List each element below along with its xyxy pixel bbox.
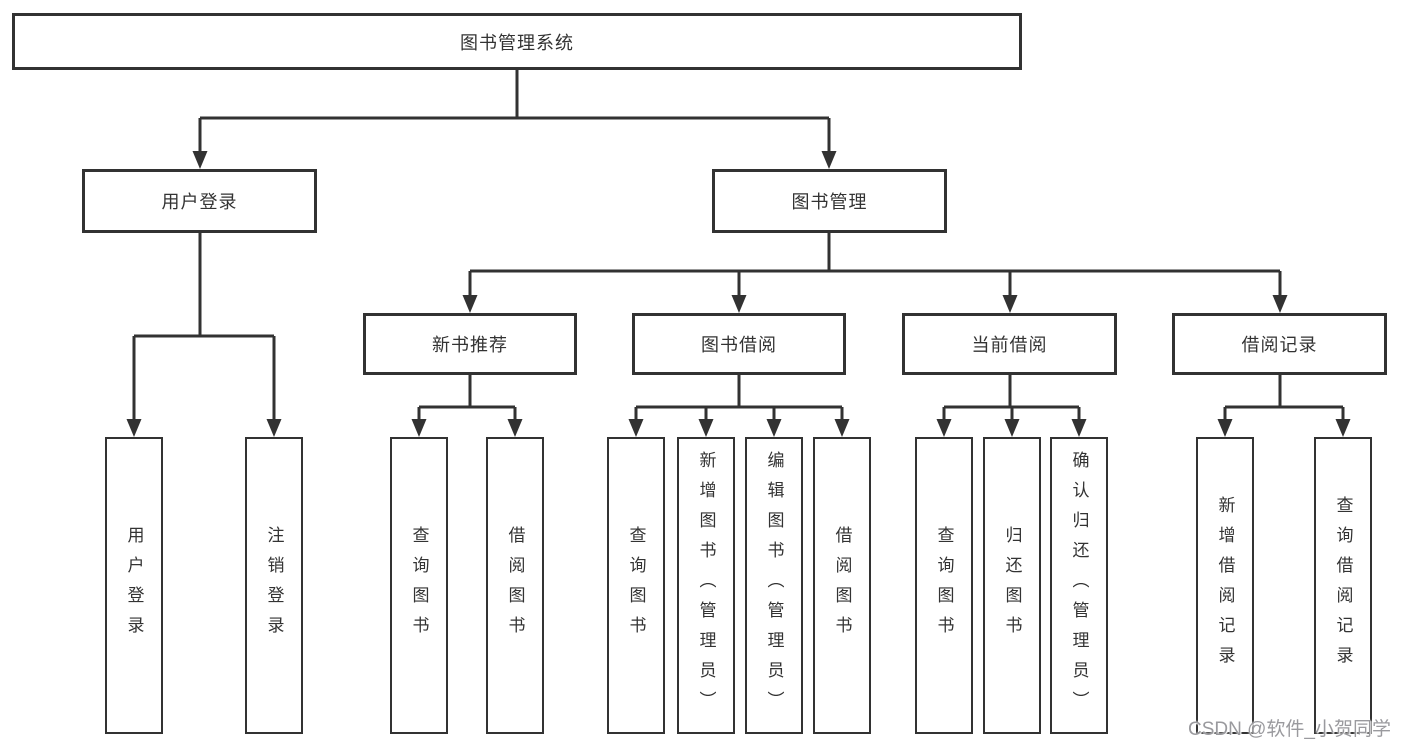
node-label: 归还图书 <box>1002 525 1022 646</box>
node-label: 当前借阅 <box>971 335 1048 355</box>
node-book-borrowing: 图书借阅 <box>632 313 846 375</box>
node-label: 借阅图书 <box>832 525 852 646</box>
node-new-book-recommend: 新书推荐 <box>363 313 577 375</box>
node-label: 确认归还（管理员） <box>1069 450 1089 721</box>
node-borrow-books-borrowing: 借阅图书 <box>813 437 871 734</box>
node-label: 新增图书（管理员） <box>696 450 716 721</box>
node-label: 注销登录 <box>264 525 284 646</box>
csdn-watermark: CSDN @软件_小贺同学 <box>1188 719 1391 740</box>
node-query-books-borrowing: 查询图书 <box>607 437 665 734</box>
node-label: 图书管理系统 <box>460 32 574 53</box>
node-query-books-current: 查询图书 <box>915 437 973 734</box>
node-label: 用户登录 <box>161 192 238 212</box>
node-borrow-books-recommend: 借阅图书 <box>486 437 544 734</box>
node-confirm-return-admin: 确认归还（管理员） <box>1050 437 1108 734</box>
node-label: 查询图书 <box>409 525 429 646</box>
node-query-books-recommend: 查询图书 <box>390 437 448 734</box>
node-label: 查询图书 <box>626 525 646 646</box>
node-label: 借阅记录 <box>1241 335 1318 355</box>
node-label: 查询借阅记录 <box>1333 495 1353 676</box>
node-label: 借阅图书 <box>505 525 525 646</box>
node-label: 图书管理 <box>791 192 868 212</box>
node-label: 新增借阅记录 <box>1215 495 1235 676</box>
node-logout: 注销登录 <box>245 437 303 734</box>
node-borrowing-records: 借阅记录 <box>1172 313 1387 375</box>
node-label: 用户登录 <box>124 525 144 646</box>
node-library-management-system: 图书管理系统 <box>12 13 1022 70</box>
node-label: 新书推荐 <box>432 335 508 355</box>
node-current-borrowing: 当前借阅 <box>902 313 1117 375</box>
node-edit-book-admin: 编辑图书（管理员） <box>745 437 803 734</box>
node-label: 图书借阅 <box>701 335 777 355</box>
node-label: 查询图书 <box>934 525 954 646</box>
node-book-management: 图书管理 <box>712 169 947 233</box>
node-add-book-admin: 新增图书（管理员） <box>677 437 735 734</box>
node-user-login-leaf: 用户登录 <box>105 437 163 734</box>
node-label: 编辑图书（管理员） <box>764 450 784 721</box>
node-add-borrow-record: 新增借阅记录 <box>1196 437 1254 734</box>
node-query-borrow-record: 查询借阅记录 <box>1314 437 1372 734</box>
node-user-login: 用户登录 <box>82 169 317 233</box>
arrowheads <box>126 151 1351 437</box>
node-return-book: 归还图书 <box>983 437 1041 734</box>
